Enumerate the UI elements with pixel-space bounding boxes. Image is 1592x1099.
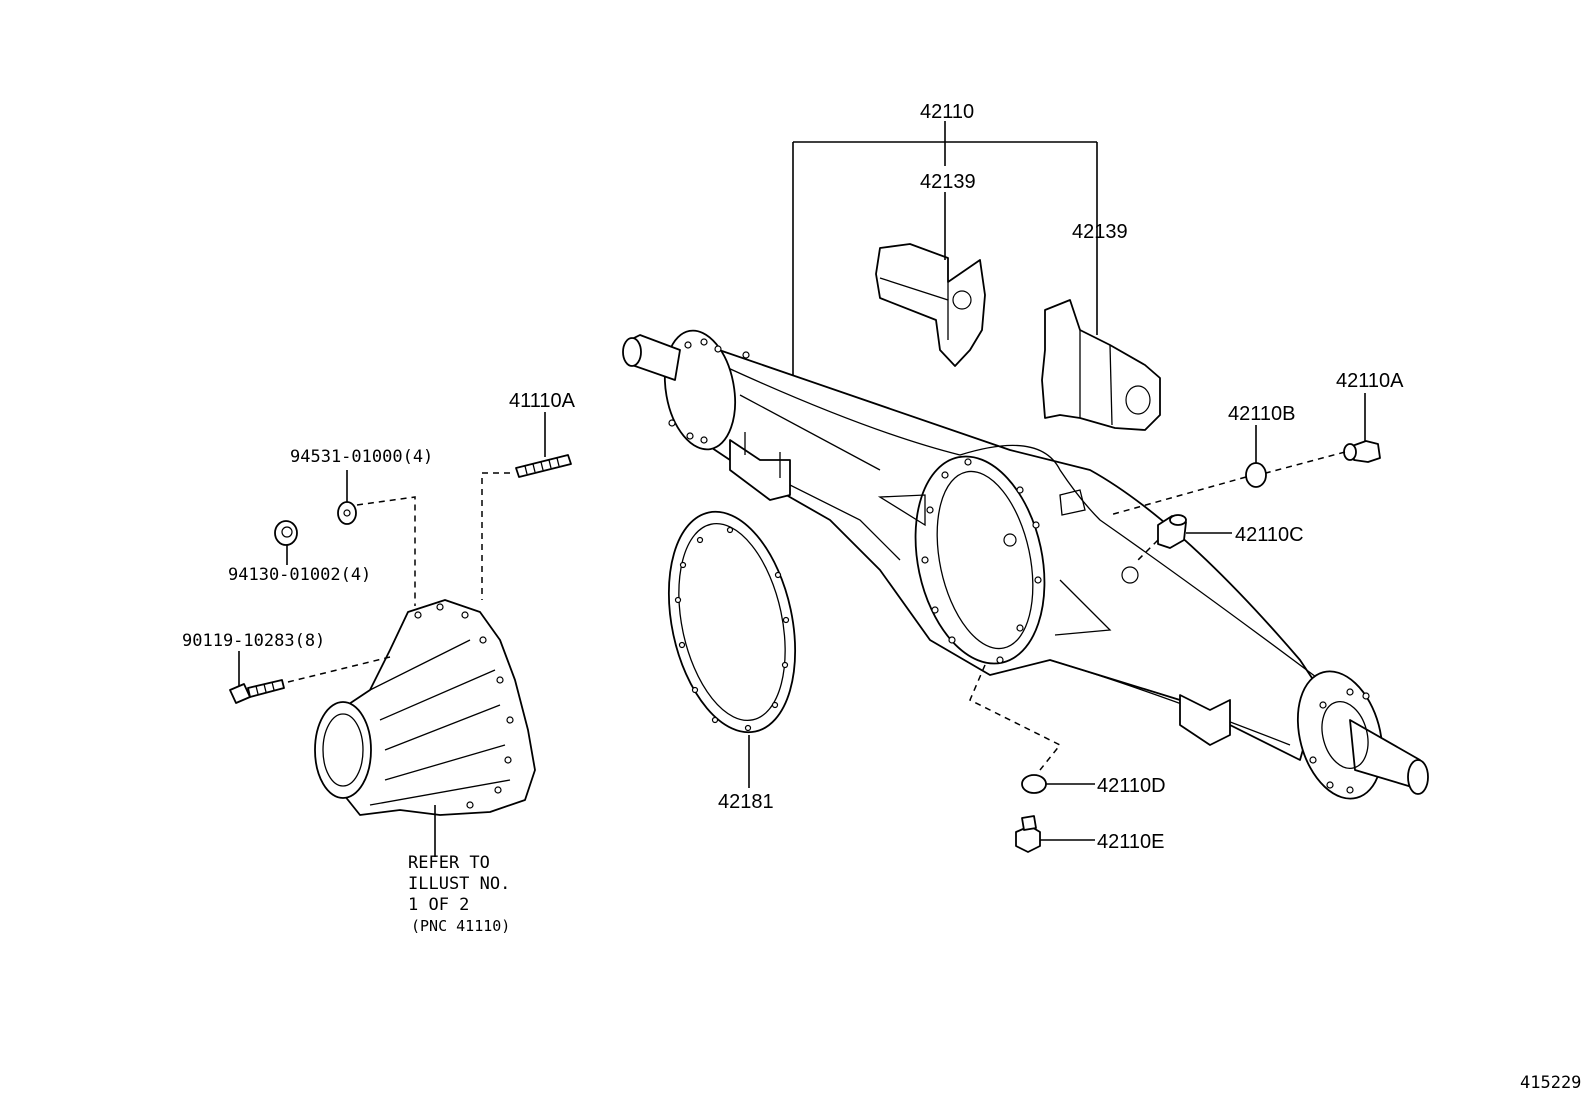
gasket-42181 [667, 510, 797, 734]
differential-carrier-drawing [314, 599, 536, 816]
label-90119-10283: 90119-10283(8) [182, 631, 325, 651]
axle-housing-drawing [622, 329, 1429, 800]
refer-note: REFER TO ILLUST NO. 1 OF 2 (PNC 41110) [408, 853, 510, 935]
refer-note-line-1: REFER TO [408, 853, 490, 873]
label-42110A: 42110A [1336, 370, 1404, 392]
label-42110C: 42110C [1235, 524, 1304, 546]
breather-42110C [1157, 514, 1187, 549]
label-42139-right: 42139 [1072, 221, 1128, 243]
plug-42110E [1015, 815, 1041, 853]
refer-note-line-3: 1 OF 2 [408, 895, 469, 915]
label-42110E: 42110E [1097, 831, 1164, 853]
label-42181: 42181 [718, 791, 774, 813]
bracket-42110 [792, 121, 1098, 392]
bracket-part-42139-right [1041, 299, 1161, 431]
label-42110B: 42110B [1228, 403, 1295, 425]
bolt-90119 [229, 679, 285, 704]
stud-41110A [515, 454, 572, 478]
label-42110: 42110 [920, 101, 974, 123]
label-42110D: 42110D [1097, 775, 1166, 797]
illustration-number: 415229 [1520, 1073, 1581, 1093]
label-94130-01002: 94130-01002(4) [228, 565, 371, 585]
nut-94130 [274, 520, 298, 546]
washer-42110B [1245, 462, 1267, 488]
bracket-part-42139-left [875, 243, 986, 367]
dashed-guide-lines [287, 451, 1346, 771]
washer-94531 [337, 501, 357, 525]
refer-note-line-4: (PNC 41110) [411, 917, 510, 935]
label-41110A: 41110A [509, 390, 576, 412]
plug-42110A [1343, 440, 1381, 463]
label-42139-upper: 42139 [920, 171, 976, 193]
refer-note-line-2: ILLUST NO. [408, 874, 510, 894]
label-94531-01000: 94531-01000(4) [290, 447, 433, 467]
leader-lines [238, 192, 1366, 857]
washer-42110D [1021, 774, 1047, 794]
